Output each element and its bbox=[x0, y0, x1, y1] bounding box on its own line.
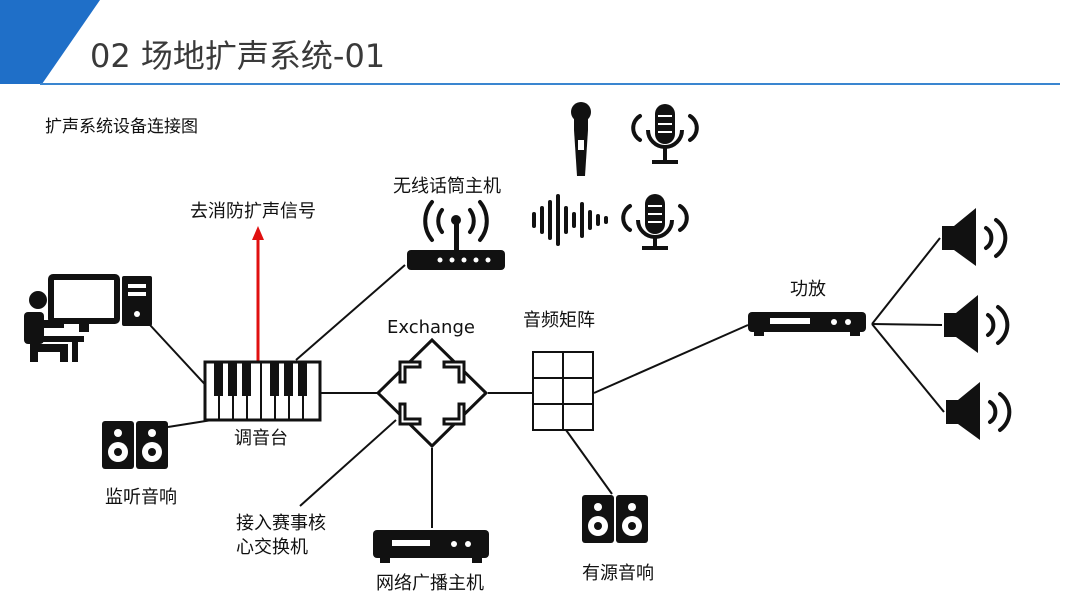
exchange-switch-icon bbox=[375, 337, 489, 449]
audio-matrix-icon bbox=[532, 351, 594, 431]
loudspeaker-icon bbox=[946, 382, 1012, 440]
line-amp-speaker1 bbox=[871, 237, 941, 325]
loudspeaker-icon bbox=[944, 295, 1010, 353]
line-amp-speaker3 bbox=[871, 323, 945, 413]
line-exchange-core bbox=[299, 419, 397, 507]
mixer-console-icon bbox=[203, 360, 322, 422]
fire-signal-arrow bbox=[252, 226, 264, 362]
wireless-mic-host-icon bbox=[407, 200, 505, 270]
active-speaker-icon bbox=[582, 495, 648, 543]
network-broadcast-host-label: 网络广播主机 bbox=[376, 573, 484, 594]
monitor-speaker-icon bbox=[102, 421, 168, 469]
diagram-subtitle: 扩声系统设备连接图 bbox=[45, 117, 198, 137]
connection-lines bbox=[149, 237, 945, 528]
page-title: 02 场地扩声系统-01 bbox=[90, 37, 386, 75]
handheld-microphone-icon bbox=[571, 102, 591, 176]
line-pc-mixer bbox=[149, 324, 213, 393]
line-amp-speaker2 bbox=[871, 323, 943, 326]
computer-workstation-icon bbox=[24, 274, 152, 362]
network-broadcast-host-icon bbox=[373, 530, 489, 563]
line-matrix-amp bbox=[593, 324, 749, 394]
active-speaker-label: 有源音响 bbox=[582, 563, 654, 584]
monitor-speaker-label: 监听音响 bbox=[105, 487, 177, 508]
amplifier-icon bbox=[748, 312, 866, 336]
exchange-label: Exchange bbox=[387, 317, 475, 338]
studio-microphone-icon bbox=[621, 194, 689, 250]
mixer-label: 调音台 bbox=[234, 428, 288, 449]
core-switch-label-line1: 接入赛事核 bbox=[236, 513, 326, 534]
sound-wave-icon bbox=[532, 194, 608, 246]
line-matrix-active bbox=[565, 429, 613, 495]
audio-matrix-label: 音频矩阵 bbox=[523, 310, 595, 331]
line-mixer-wireless bbox=[295, 264, 406, 361]
wireless-mic-host-label: 无线话筒主机 bbox=[393, 176, 501, 197]
studio-microphone-icon bbox=[631, 104, 699, 164]
loudspeaker-icon bbox=[942, 208, 1008, 266]
core-switch-label-line2: 心交换机 bbox=[236, 537, 308, 558]
header-accent-shape bbox=[0, 0, 100, 84]
amplifier-label: 功放 bbox=[790, 279, 826, 300]
fire-signal-label: 去消防扩声信号 bbox=[190, 201, 316, 222]
